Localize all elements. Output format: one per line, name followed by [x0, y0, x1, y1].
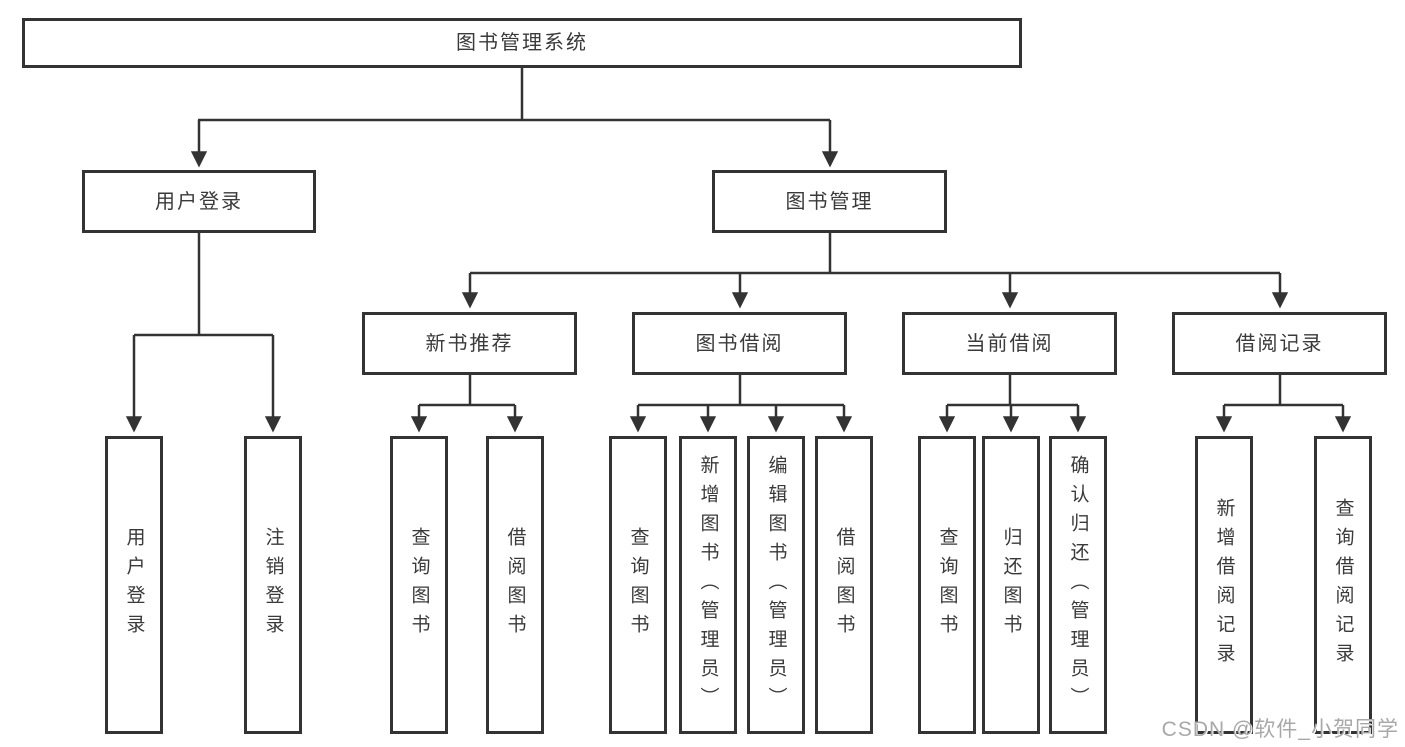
leaf-logout-login: 注销登录	[244, 436, 302, 734]
node-book-borrowing: 图书借阅	[632, 312, 847, 375]
leaf-borrowing-borrow-books: 借阅图书	[815, 436, 873, 734]
leaf-borrowing-query-books: 查询图书	[609, 436, 667, 734]
node-user-login: 用户登录	[82, 170, 316, 233]
node-root-system: 图书管理系统	[22, 18, 1022, 68]
leaf-borrowing-edit-books-admin: 编辑图书（管理员）	[747, 436, 805, 734]
node-new-book-recommend: 新书推荐	[362, 312, 577, 375]
leaf-records-query-record: 查询借阅记录	[1314, 436, 1372, 734]
csdn-watermark: CSDN @软件_小贺同学	[1161, 718, 1399, 741]
leaf-user-login: 用户登录	[105, 436, 163, 734]
leaf-records-add-record: 新增借阅记录	[1195, 436, 1253, 734]
node-current-borrowing: 当前借阅	[902, 312, 1117, 375]
leaf-current-return-books: 归还图书	[982, 436, 1040, 734]
node-book-management: 图书管理	[712, 170, 947, 233]
leaf-newbooks-borrow-books: 借阅图书	[486, 436, 544, 734]
leaf-borrowing-add-books-admin: 新增图书（管理员）	[679, 436, 737, 734]
leaf-current-confirm-return-admin: 确认归还（管理员）	[1049, 436, 1107, 734]
leaf-newbooks-query-books: 查询图书	[390, 436, 448, 734]
node-borrowing-records: 借阅记录	[1172, 312, 1387, 375]
leaf-current-query-books: 查询图书	[918, 436, 976, 734]
